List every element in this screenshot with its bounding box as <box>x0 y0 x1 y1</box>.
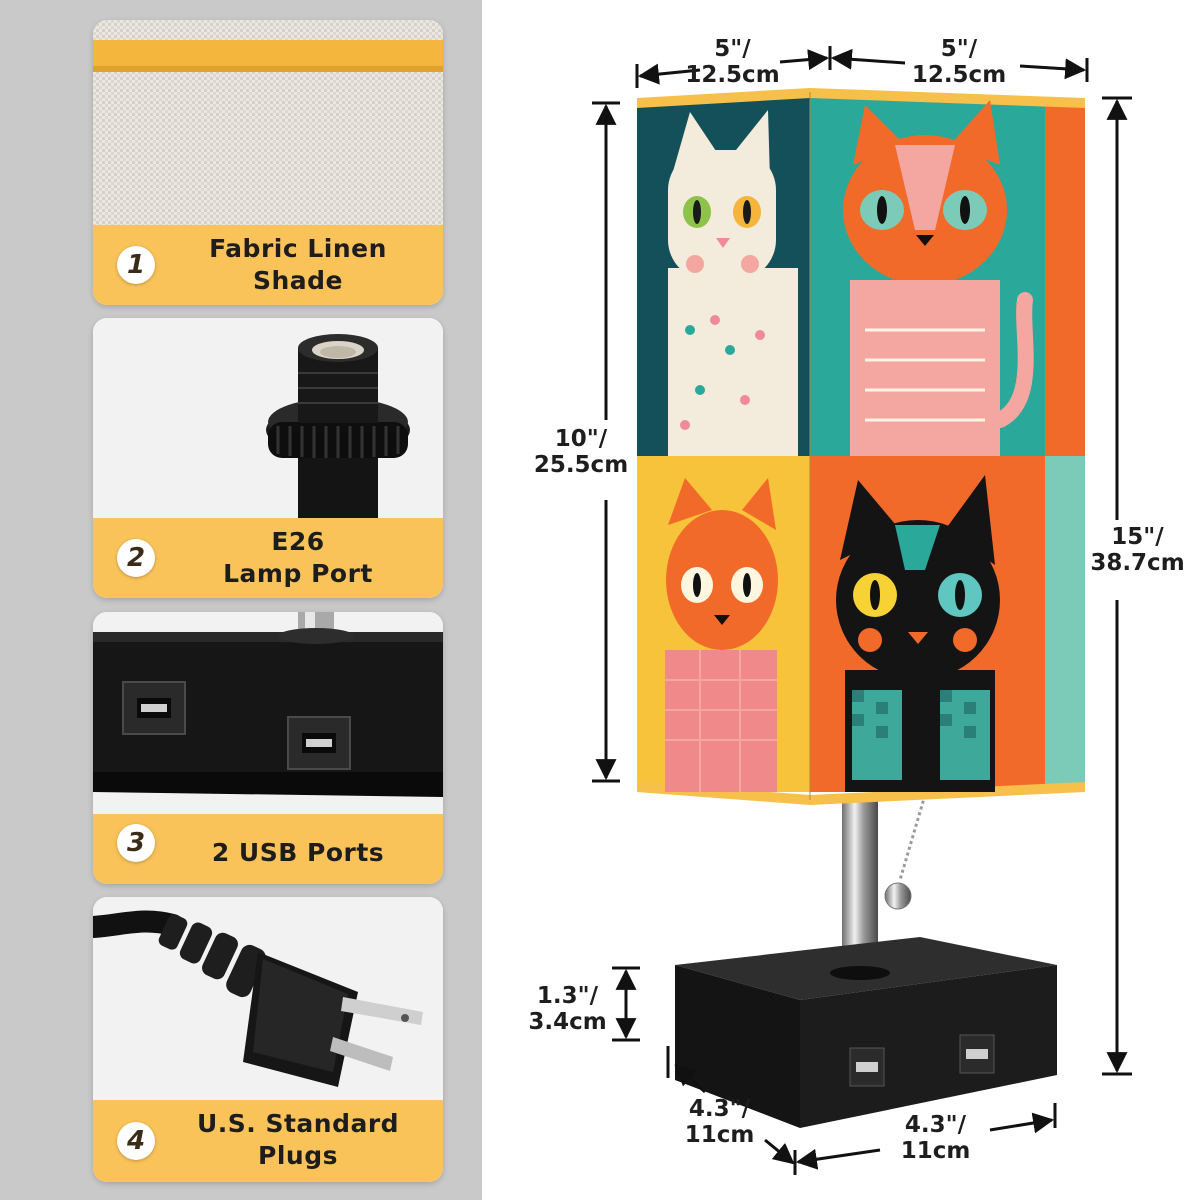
feature-label-text: 2 USB Ports <box>211 838 385 867</box>
lamp-shade <box>637 88 1085 805</box>
feature-number-badge: 3 <box>117 824 155 862</box>
feature-number-badge: 4 <box>117 1122 155 1160</box>
shade-height-label: 10"/ 25.5cm <box>533 426 629 478</box>
feature-card-usb-ports: 3 2 USB Ports <box>93 612 443 884</box>
feature-label: 2 E26 Lamp Port <box>93 518 443 598</box>
feature-number-badge: 2 <box>117 539 155 577</box>
white-cat-illustration <box>668 110 798 456</box>
feature-label: 4 U.S. Standard Plugs <box>93 1100 443 1182</box>
feature-number-badge: 1 <box>117 246 155 284</box>
feature-label-text: Fabric Linen Shade <box>209 234 387 295</box>
shade-width-left-label: 5"/ 12.5cm <box>685 36 780 88</box>
total-height-label: 15"/ 38.7cm <box>1090 524 1185 576</box>
feature-panel: 1 Fabric Linen Shade <box>0 0 482 1200</box>
shade-width-right-label: 5"/ 12.5cm <box>911 36 1007 88</box>
dimension-lines <box>592 46 1132 1175</box>
orange-cat-illustration <box>843 100 1034 456</box>
feature-label: 1 Fabric Linen Shade <box>93 225 443 305</box>
lamp-base <box>675 937 1057 1128</box>
feature-card-fabric-shade: 1 Fabric Linen Shade <box>93 20 443 305</box>
ginger-cat-illustration <box>665 478 778 792</box>
base-height-label: 1.3"/ 3.4cm <box>528 983 607 1035</box>
base-width-label: 4.3"/ 11cm <box>900 1112 971 1164</box>
pull-chain <box>884 794 927 910</box>
usb-port-icon <box>849 1047 885 1087</box>
feature-card-lamp-port: 2 E26 Lamp Port <box>93 318 443 598</box>
us-plug-image <box>93 897 443 1102</box>
feature-label: 3 2 USB Ports <box>93 814 443 884</box>
lamp-socket-image <box>93 318 443 518</box>
feature-label-text: E26 Lamp Port <box>223 527 373 588</box>
feature-card-us-plug: 4 U.S. Standard Plugs <box>93 897 443 1182</box>
usb-ports-image <box>93 612 443 817</box>
black-cat-illustration <box>836 475 1000 792</box>
feature-label-text: U.S. Standard Plugs <box>196 1109 400 1170</box>
linen-fabric-image <box>93 20 443 230</box>
base-depth-label: 4.3"/ 11cm <box>684 1096 755 1148</box>
